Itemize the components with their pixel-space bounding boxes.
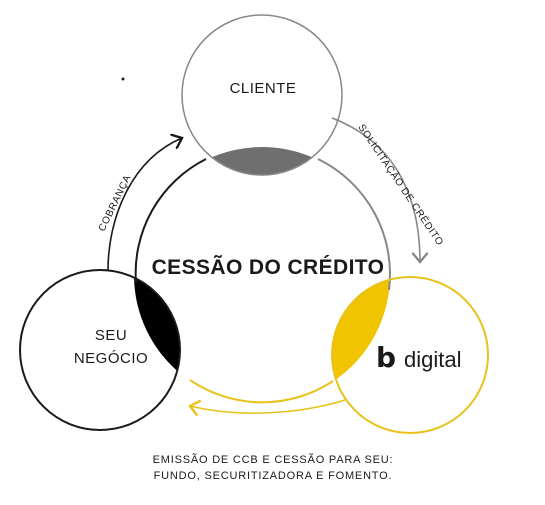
business-label-line1: SEU — [95, 327, 127, 344]
central-circle-arc-yellow — [189, 379, 334, 404]
collection-arrow-label: COBRANÇA — [97, 173, 134, 233]
issuance-arrow — [190, 399, 346, 413]
central-circle-arc-gray — [317, 158, 391, 291]
center-label: CESSÃO DO CRÉDITO — [152, 256, 385, 279]
credit-request-arrow-label: SOLICITAÇÃO DE CRÉDITO — [356, 121, 447, 248]
decorative-dot — [121, 77, 125, 81]
digital-circle — [331, 276, 489, 434]
business-circle — [19, 269, 181, 431]
bottom-caption-line2: FUNDO, SECURITIZADORA E FOMENTO. — [154, 470, 393, 482]
b-digital-logo: b digital — [376, 341, 461, 374]
business-label-line2: NEGÓCIO — [74, 350, 148, 367]
digital-logo-text: digital — [404, 347, 461, 372]
client-circle — [181, 14, 343, 176]
bottom-caption-line1: EMISSÃO DE CCB E CESSÃO PARA SEU: — [153, 453, 394, 466]
b-logo-mark: b — [376, 341, 396, 374]
credit-request-arrow — [331, 117, 420, 262]
collection-arrow — [107, 138, 182, 271]
central-circle-arc-black — [134, 158, 207, 284]
client-label: CLIENTE — [230, 80, 297, 97]
